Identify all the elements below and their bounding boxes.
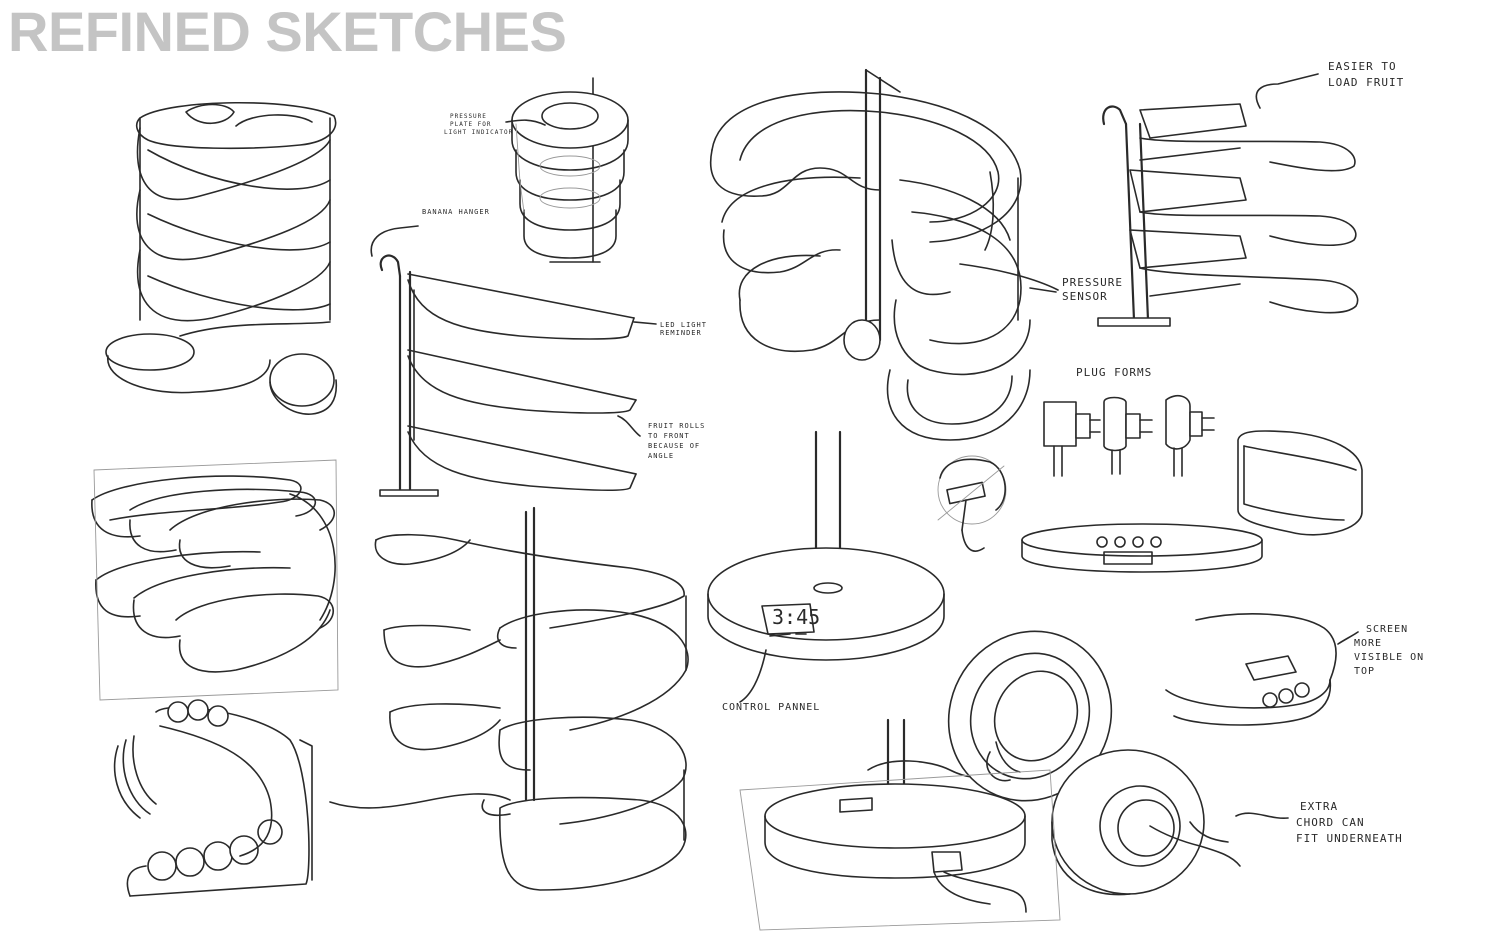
- easier-to-load-note-line-2: LOAD FRUIT: [1328, 76, 1404, 89]
- easier-to-load-note-line-1: EASIER TO: [1328, 60, 1397, 73]
- banana-hanger-note: BANANA HANGER: [422, 208, 490, 216]
- plug-forms-sketch: [1043, 394, 1215, 477]
- banana-hanger-sketch: [379, 254, 637, 497]
- fan-trays-sketch: [91, 459, 339, 701]
- stacked-rings-sketch: [505, 77, 629, 263]
- ring-base-sketch: [739, 630, 1241, 931]
- spiral-cord-sketch: [329, 506, 689, 891]
- led-light-note-line-1: LED LIGHT: [660, 321, 707, 329]
- fruit-rolls-note-line-3: BECAUSE OF: [648, 442, 700, 450]
- pressure-sensor-note-line-2: SENSOR: [1062, 290, 1108, 303]
- control-pannel-note: CONTROL PANNEL: [722, 702, 820, 713]
- spiral-pole-sketch: [710, 68, 1059, 441]
- pressure-sensor-note-line-1: PRESSURE: [1062, 276, 1123, 289]
- led-light-note-line-2: REMINDER: [660, 329, 702, 337]
- tiered-rack-sketch: [1097, 103, 1359, 327]
- spiral-tower-sketch: [105, 101, 338, 415]
- plug-forms-note: PLUG FORMS: [1076, 366, 1152, 379]
- fruit-rolls-note-line-2: TO FRONT: [648, 432, 690, 440]
- screen-visible-note-line-4: TOP: [1354, 666, 1375, 677]
- extra-chord-note-line-3: FIT UNDERNEATH: [1296, 832, 1403, 845]
- screen-top-base-sketch: [1165, 613, 1337, 726]
- clock-display-readout: 3:45: [772, 605, 820, 629]
- screen-visible-note-line-1: SCREEN: [1366, 624, 1408, 635]
- control-panel-base-sketch: 3:45: [707, 430, 945, 703]
- page-title: REFINED SKETCHES: [8, 0, 567, 63]
- pressure-plate-note-line-2: PLATE FOR: [450, 121, 492, 128]
- fruit-rolls-note-line-4: ANGLE: [648, 452, 674, 460]
- fruit-rolls-note-line-1: FRUIT ROLLS: [648, 422, 705, 430]
- annotation-text: PRESSURE PLATE FOR LIGHT INDICATOR BANAN…: [422, 60, 1424, 845]
- screen-visible-note-line-3: VISIBLE ON: [1354, 652, 1424, 663]
- screen-visible-note-line-2: MORE: [1354, 638, 1382, 649]
- extra-chord-note-line-1: EXTRA: [1300, 800, 1338, 813]
- pressure-plate-note-line-3: LIGHT INDICATOR: [444, 129, 513, 136]
- flat-base-buttons-sketch: [1021, 430, 1363, 573]
- annotation-leaders: [370, 73, 1359, 819]
- pressure-plate-note-line-1: PRESSURE: [450, 113, 487, 120]
- extra-chord-note-line-2: CHORD CAN: [1296, 816, 1365, 829]
- round-plug-sketch: [937, 455, 1007, 552]
- curved-bowl-sketch: [113, 699, 313, 897]
